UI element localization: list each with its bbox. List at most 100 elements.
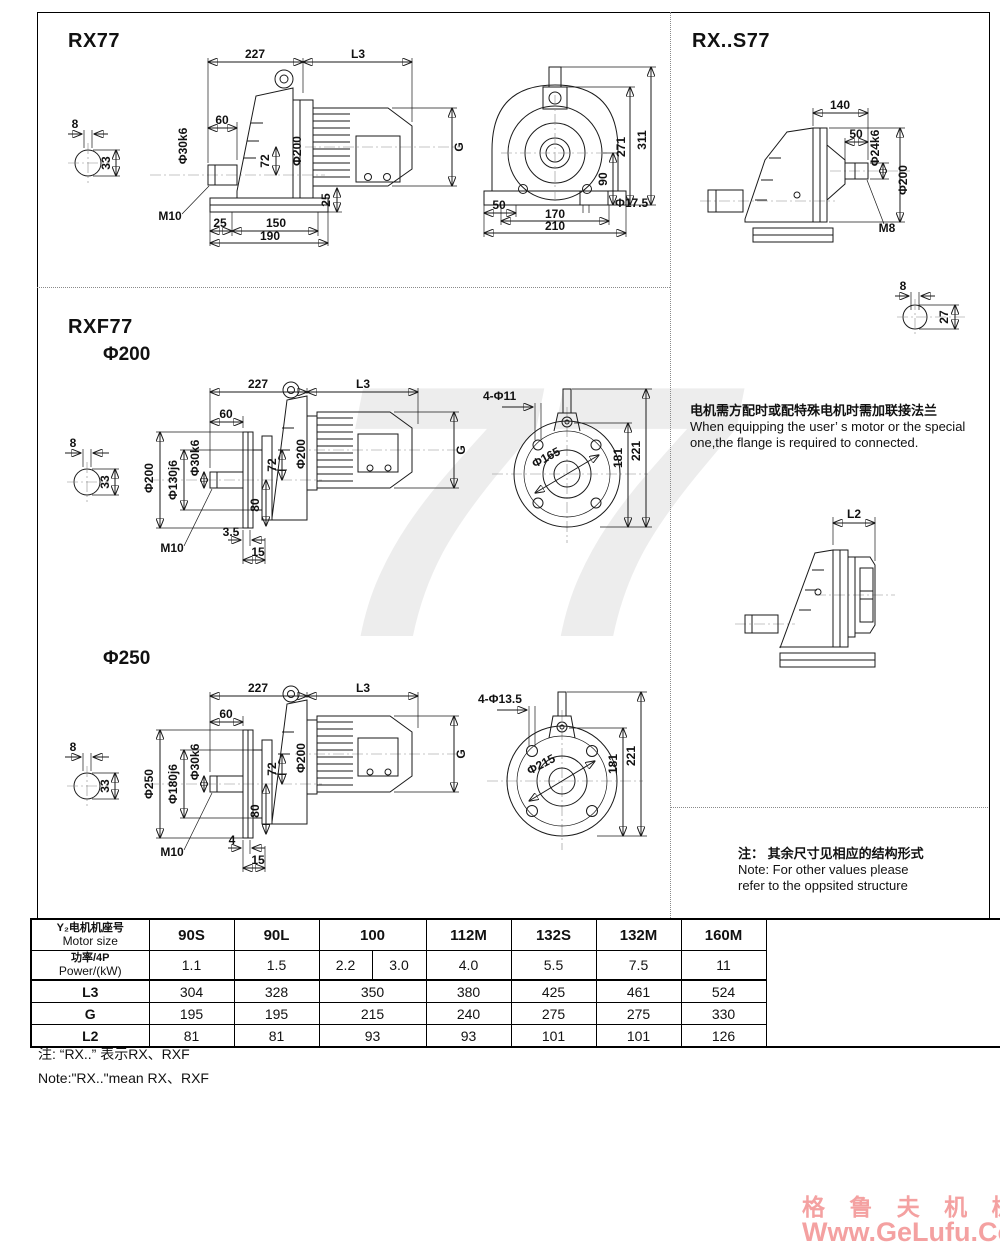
rxf200-dims: 227 L3 60 Φ200 Φ130j6 Φ30k6 72 Φ200 G 80… xyxy=(142,377,468,564)
vertical-divider xyxy=(670,12,671,918)
rxf250-dims: 227 L3 60 Φ250 Φ180j6 Φ30k6 72 Φ200 G 80… xyxy=(142,681,468,872)
dim-label: 181 xyxy=(611,448,625,468)
dim-label: 8 xyxy=(70,740,77,754)
l2-cell: 81 xyxy=(233,1024,320,1048)
motor-size-label-en: Motor size xyxy=(62,934,118,948)
dim-label: 190 xyxy=(260,229,280,243)
table-empty-column xyxy=(765,918,1000,1048)
dim-label: 150 xyxy=(266,216,286,230)
dim-label: 8 xyxy=(900,279,907,293)
dim-label: 33 xyxy=(99,156,113,170)
rxf200-flange-dims: 4-Φ11 Φ165 181 221 xyxy=(483,389,652,527)
dim-label: 4-Φ11 xyxy=(483,389,517,403)
l2-label: L2 xyxy=(30,1024,150,1048)
dim-label: L3 xyxy=(356,377,370,391)
l3-label: L3 xyxy=(30,979,150,1003)
rxs77-shaft-section: 8 27 xyxy=(895,279,965,335)
rxs77-side-drawing: 140 50 Φ24k6 Φ200 M8 xyxy=(700,98,910,243)
flange-note-en1: When equipping the user’ s motor or the … xyxy=(690,419,966,434)
dim-label: Φ24k6 xyxy=(868,129,882,166)
rx77-front-dims: 271 311 90 Φ17.5 50 170 210 xyxy=(484,67,656,237)
l2-cell: 81 xyxy=(148,1024,235,1048)
table-row-g: G 195 195 215 240 275 275 330 xyxy=(30,1002,1000,1025)
dimension-table: Y₂电机机座号 Motor size 90S 90L 100 112M 132S… xyxy=(30,918,1000,1048)
motor-size-cell: 132M xyxy=(595,918,682,951)
flange-note-cn: 电机需方配时或配特殊电机时需加联接法兰 xyxy=(690,403,938,418)
power-cell: 3.0 xyxy=(371,950,427,981)
table-row-motor-size: Y₂电机机座号 Motor size 90S 90L 100 112M 132S… xyxy=(30,918,1000,1048)
brand-watermark: 格 鲁 夫 机 械 Www.GeLufu.Com xyxy=(802,1196,1000,1246)
dim-label: 221 xyxy=(624,746,638,766)
g-cell: 215 xyxy=(318,1002,427,1025)
l3-cell: 328 xyxy=(233,979,320,1003)
dim-label: Φ17.5 xyxy=(615,196,649,210)
l2-cell: 93 xyxy=(425,1024,512,1048)
dim-label: 50 xyxy=(492,198,506,212)
section-title-rxf77: RXF77 xyxy=(68,316,133,338)
dim-label: 271 xyxy=(614,137,628,157)
power-cell: 2.2 xyxy=(318,950,373,981)
rxf200-shaft-section: 8 33 xyxy=(65,436,119,502)
dim-label: 170 xyxy=(545,207,565,221)
dim-label: Φ250 xyxy=(142,769,156,799)
l2-drawing: L2 xyxy=(735,507,895,668)
horizontal-divider-right xyxy=(670,807,988,808)
rxf250-lines xyxy=(148,685,465,839)
power-cell: 5.5 xyxy=(510,950,597,981)
g-cell: 330 xyxy=(680,1002,767,1025)
dim-label: Φ200 xyxy=(294,743,308,773)
power-label-en: Power/(kW) xyxy=(58,964,122,978)
dim-label: 33 xyxy=(98,779,112,793)
dim-label: Φ180j6 xyxy=(166,764,180,804)
dim-label: Φ200 xyxy=(896,165,910,195)
rx77-shaft-section: 8 33 xyxy=(68,117,120,183)
l2-dims: L2 xyxy=(833,507,875,561)
dim-label: 311 xyxy=(635,130,649,150)
dim-label: 90 xyxy=(596,172,610,186)
power-label: 功率/4P Power/(kW) xyxy=(30,950,150,981)
dim-label: 227 xyxy=(248,377,268,391)
rxf200-flange-drawing: 4-Φ11 Φ165 181 221 xyxy=(483,388,652,543)
power-cell: 7.5 xyxy=(595,950,682,981)
l3-cell: 304 xyxy=(148,979,235,1003)
dim-label: 140 xyxy=(830,98,850,112)
motor-size-cell: 112M xyxy=(425,918,512,951)
dim-label: 25 xyxy=(213,216,227,230)
rxf200-lines xyxy=(148,381,465,529)
motor-size-label-cn: Y₂电机机座号 xyxy=(56,922,124,934)
dim-label: G xyxy=(454,445,468,454)
dim-label: M10 xyxy=(160,541,184,555)
rxs77-lines xyxy=(700,127,910,243)
power-label-cn: 功率/4P xyxy=(70,952,110,964)
section-title-rxs77: RX..S77 xyxy=(692,30,770,52)
dim-label: 72 xyxy=(265,762,279,776)
brand-name-cn: 格 鲁 夫 机 械 xyxy=(802,1194,1000,1220)
rxs77-dims: 140 50 Φ24k6 Φ200 M8 xyxy=(813,98,910,235)
dim-label: 4 xyxy=(229,833,236,847)
dim-label: G xyxy=(452,142,466,151)
rx77-side-drawing: 8 33 227 L3 60 Φ30k6 72 Φ200 G M10 xyxy=(68,47,466,263)
dim-label: 8 xyxy=(72,117,79,131)
dim-label: M10 xyxy=(158,209,182,223)
dim-label: L2 xyxy=(847,507,861,521)
l3-cell: 380 xyxy=(425,979,512,1003)
subtitle-f200: Φ200 xyxy=(103,344,151,365)
motor-size-cell: 90L xyxy=(233,918,320,951)
l2-lines xyxy=(735,549,895,668)
dim-label: Φ30k6 xyxy=(188,439,202,476)
g-cell: 275 xyxy=(510,1002,597,1025)
structure-note: 注： 其余尺寸见相应的结构形式 Note: For other values p… xyxy=(738,843,988,894)
dim-label: 60 xyxy=(219,707,233,721)
l3-cell: 425 xyxy=(510,979,597,1003)
l2-cell: 126 xyxy=(680,1024,767,1048)
dim-label: Φ30k6 xyxy=(188,743,202,780)
l3-cell: 524 xyxy=(680,979,767,1003)
l2-cell: 101 xyxy=(510,1024,597,1048)
dim-label: Φ200 xyxy=(290,136,304,166)
g-cell: 275 xyxy=(595,1002,682,1025)
section-title-rx77: RX77 xyxy=(68,30,121,52)
dim-label: 27 xyxy=(937,310,951,324)
power-cell: 4.0 xyxy=(425,950,512,981)
dim-label: 60 xyxy=(219,407,233,421)
l3-cell: 461 xyxy=(595,979,682,1003)
